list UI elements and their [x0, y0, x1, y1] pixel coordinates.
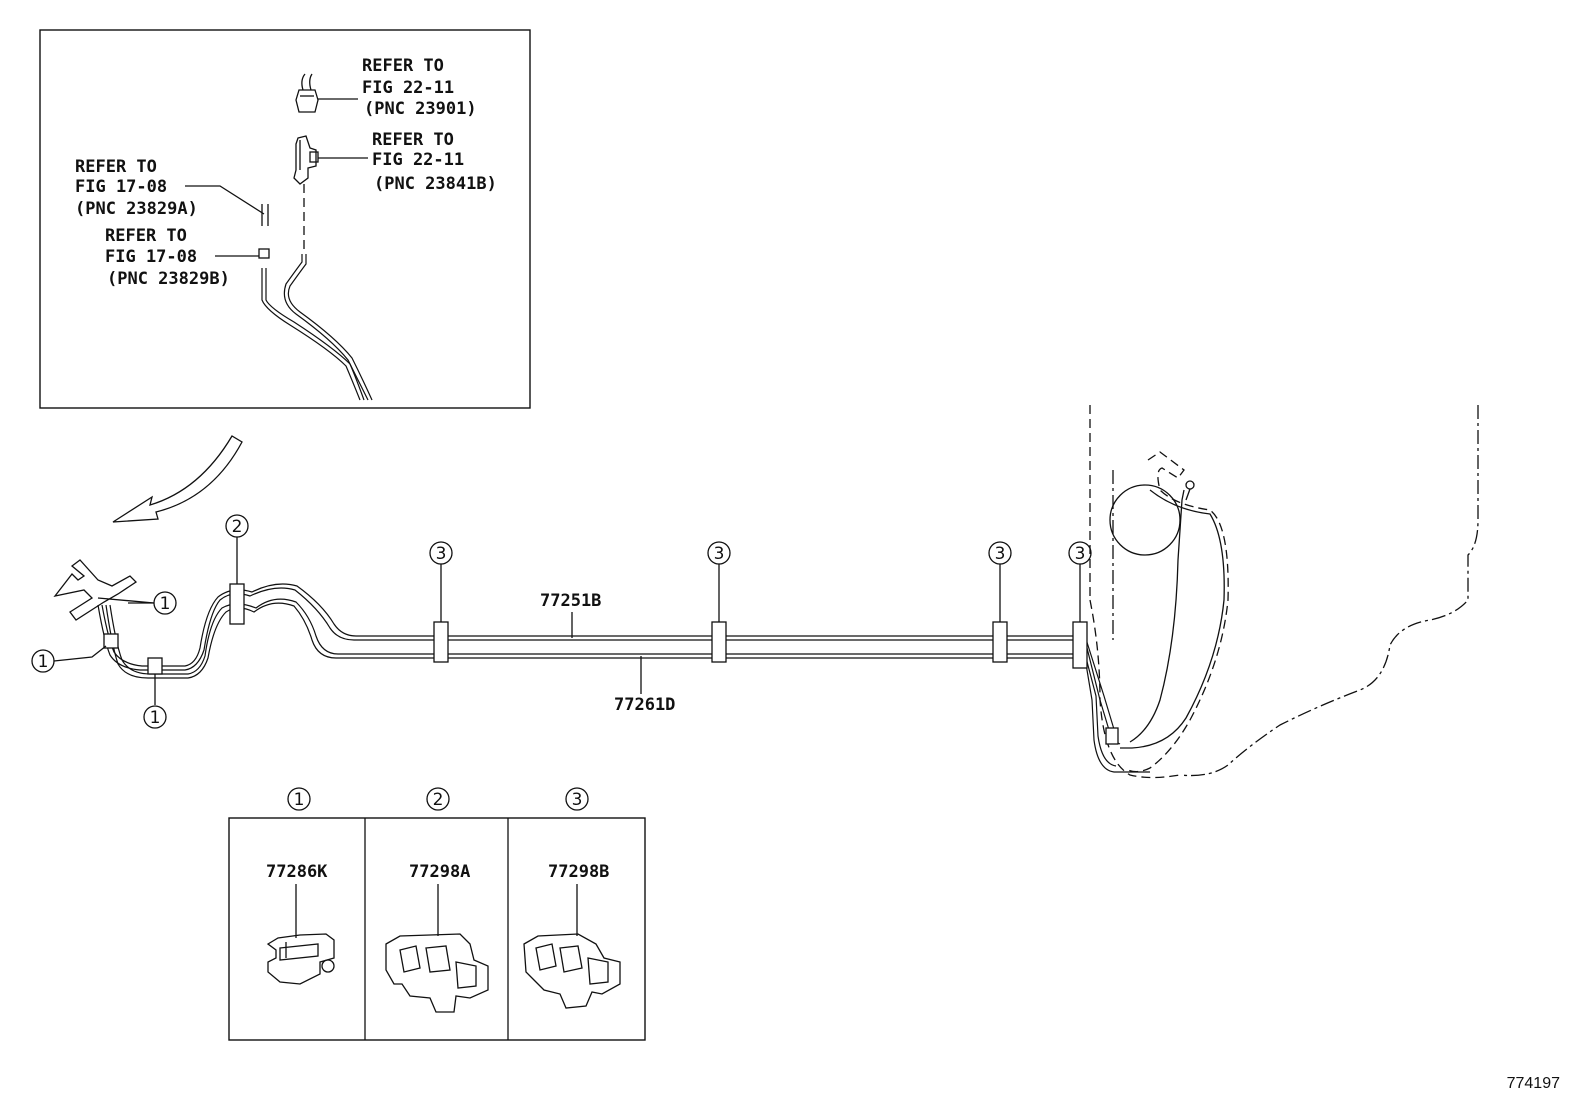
marker-2: 2 — [232, 517, 243, 537]
callout-4-refer: REFER TO — [105, 226, 187, 246]
pipe-labels: 77251B 77261D — [540, 591, 675, 715]
callout-1-pnc: (PNC 23901) — [364, 99, 477, 119]
fitting-23901-icon — [295, 73, 319, 113]
marker-3-c: 3 — [995, 544, 1006, 564]
clamp-3c — [992, 621, 1008, 663]
clamp-1a — [103, 633, 119, 649]
inset-frame — [39, 29, 531, 409]
marker-1-top: 1 — [160, 594, 171, 614]
legend-marker-3: 3 — [572, 790, 583, 810]
callout-3-fig: FIG 17-08 — [75, 177, 167, 197]
legend-marker-2: 2 — [433, 790, 444, 810]
legend-frame — [228, 817, 646, 1041]
clamp-77286k-icon — [266, 884, 335, 985]
pipe-upper-label: 77251B — [540, 591, 601, 611]
pipe-lower-label: 77261D — [614, 695, 675, 715]
callout-3-pnc: (PNC 23829A) — [75, 199, 198, 219]
callout-3-refer: REFER TO — [75, 157, 157, 177]
end-union-icon — [1105, 727, 1119, 745]
body-outline — [1089, 405, 1479, 779]
clamp-77298b-icon — [523, 884, 621, 1009]
clamp-77298a-icon — [385, 884, 489, 1013]
marker-3-b: 3 — [714, 544, 725, 564]
callout-2-fig: FIG 22-11 — [372, 150, 464, 170]
clamp-2 — [229, 583, 245, 625]
markers: 1 1 1 2 3 3 3 3 — [31, 514, 1092, 729]
legend-part-3: 77298B — [548, 862, 609, 882]
callout-1-refer: REFER TO — [362, 56, 444, 76]
curved-arrow-icon — [112, 435, 243, 523]
clamp-3b — [711, 621, 727, 663]
clamp-3d — [1072, 621, 1088, 669]
legend-marker-1: 1 — [294, 790, 305, 810]
figure-number: 774197 — [1507, 1075, 1560, 1092]
pipe-run — [53, 559, 1150, 773]
clamp-1b — [147, 657, 163, 675]
marker-1-bottom: 1 — [150, 708, 161, 728]
marker-3-a: 3 — [436, 544, 447, 564]
legend-part-2: 77298A — [409, 862, 470, 882]
marker-1-left: 1 — [38, 652, 49, 672]
clamp-3a — [433, 621, 449, 663]
callout-4-pnc: (PNC 23829B) — [107, 269, 230, 289]
callout-1-fig: FIG 22-11 — [362, 78, 454, 98]
callout-2-pnc: (PNC 23841B) — [374, 174, 497, 194]
detail-inset — [39, 29, 531, 409]
clamps — [103, 583, 1088, 675]
callout-4-fig: FIG 17-08 — [105, 247, 197, 267]
legend-part-1: 77286K — [266, 862, 328, 882]
union-23841b-icon — [293, 135, 319, 185]
clip-23829b-icon — [258, 248, 270, 259]
callout-2-refer: REFER TO — [372, 130, 454, 150]
inset-callouts: REFER TO FIG 22-11 (PNC 23901) REFER TO … — [75, 56, 497, 289]
marker-3-d: 3 — [1075, 544, 1086, 564]
clamp-legend: 1 2 3 77286K 77298A 77298B — [228, 787, 646, 1041]
